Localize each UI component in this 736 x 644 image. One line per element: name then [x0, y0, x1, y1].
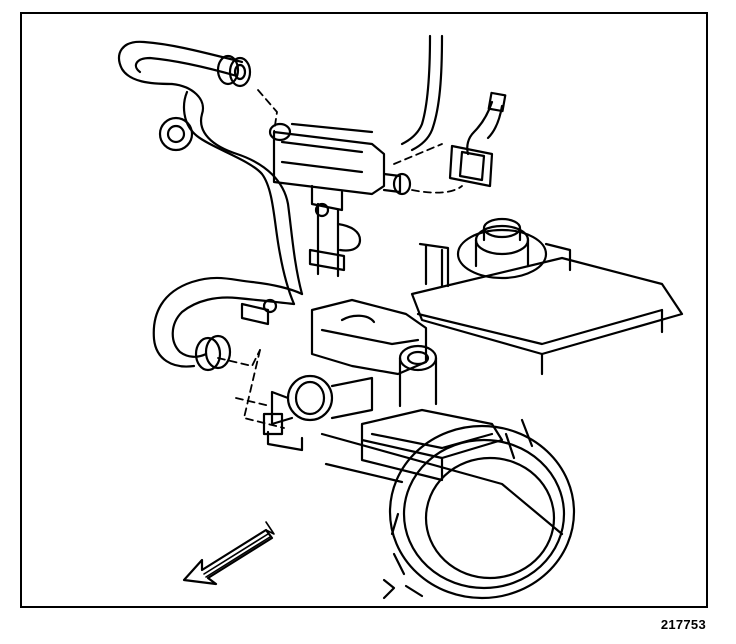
figure-number: 217753	[660, 617, 706, 632]
vacuum-hose-icon	[117, 40, 304, 372]
engine-component-illustration	[117, 34, 684, 600]
intake-manifold-icon	[410, 217, 684, 376]
front-direction-arrow-icon	[182, 521, 275, 586]
solenoid-valve-icon	[268, 122, 412, 278]
air-filter-housing-icon	[320, 408, 576, 600]
throttle-body-icon	[262, 298, 438, 452]
electrical-connector-icon	[400, 34, 507, 188]
assembly-leader-lines	[217, 89, 463, 429]
figure-frame	[20, 12, 708, 608]
